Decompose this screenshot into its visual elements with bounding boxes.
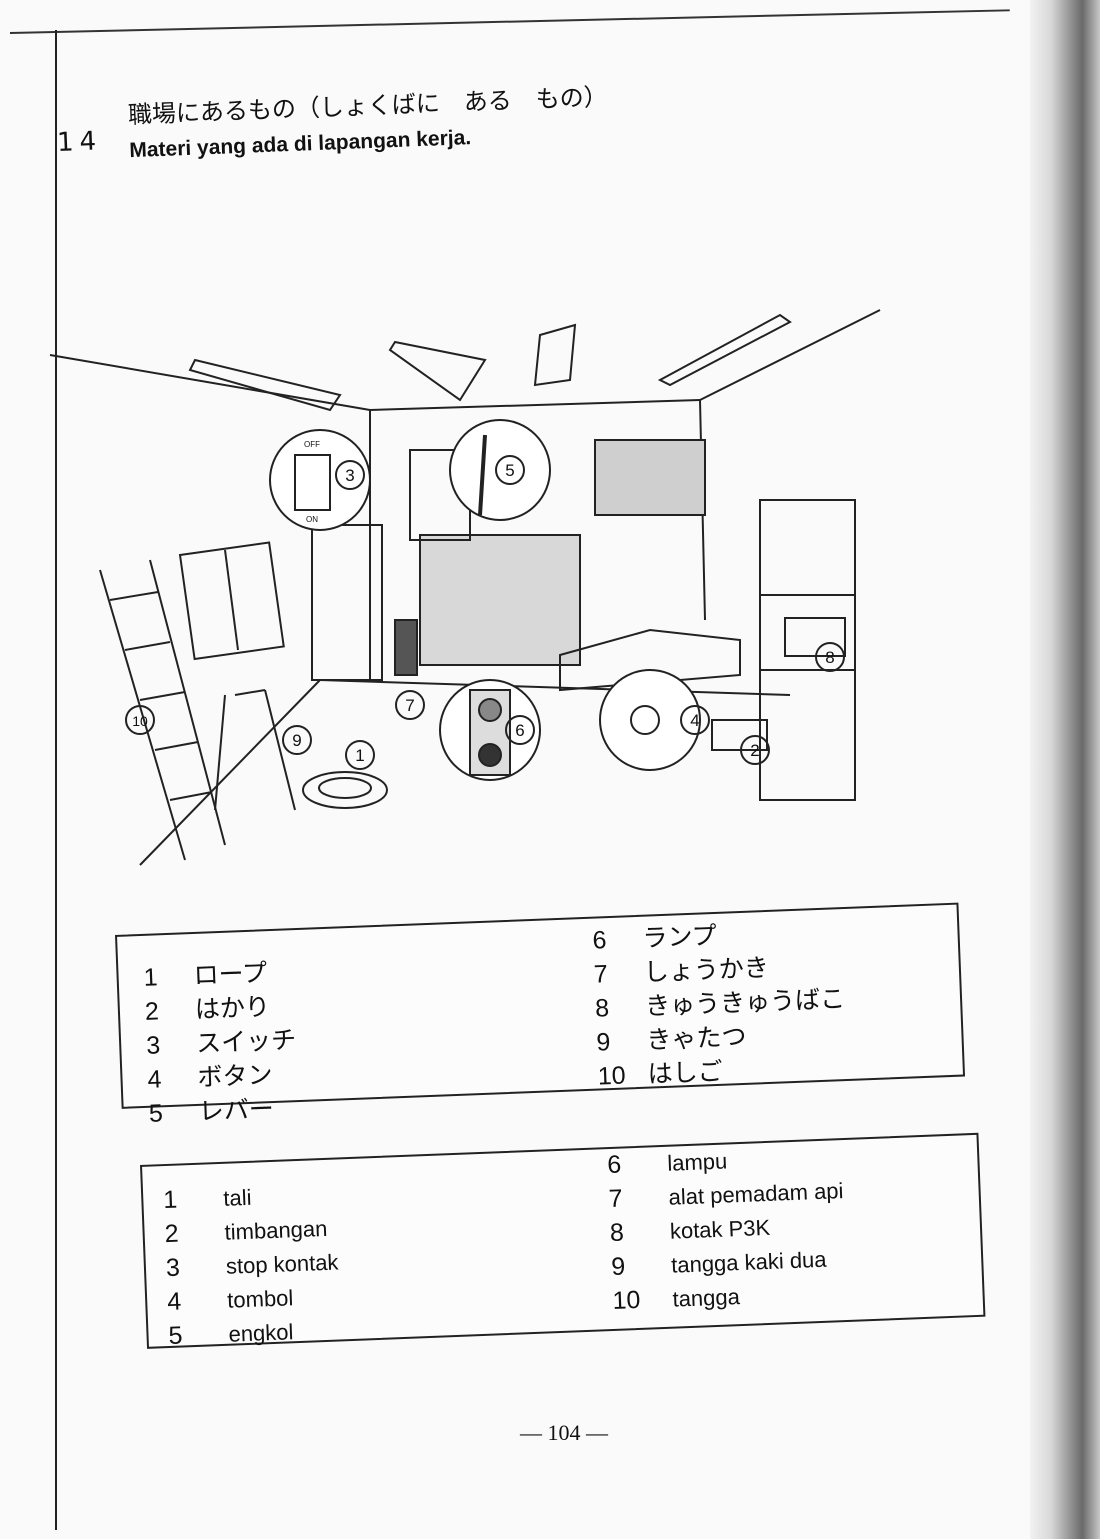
workplace-illustration: 1 2 3 4 5 6 7 8 9 10 OFF ON: [49, 309, 881, 866]
marker-5: 5: [505, 461, 514, 480]
marker-2: 2: [750, 741, 759, 760]
page-top-edge: [9, 9, 1010, 34]
switch-off-text: OFF: [304, 440, 320, 449]
page-number: — 104 —: [520, 1420, 608, 1445]
marker-3: 3: [345, 466, 354, 485]
section-number: 14: [56, 126, 103, 158]
page-left-edge: [55, 30, 57, 1530]
marker-10: 10: [132, 713, 148, 729]
marker-8: 8: [825, 648, 834, 667]
section-title-japanese: 職場にあるもの（しょくばに ある もの）: [127, 82, 609, 130]
marker-6: 6: [515, 721, 524, 740]
section-title-indonesian: Materi yang ada di lapangan kerja.: [128, 126, 472, 163]
switch-on-text: ON: [306, 515, 318, 524]
page-binding-edge: [1030, 0, 1100, 1539]
marker-1: 1: [355, 746, 364, 765]
marker-4: 4: [690, 711, 699, 730]
marker-9: 9: [292, 731, 301, 750]
marker-7: 7: [405, 696, 414, 715]
